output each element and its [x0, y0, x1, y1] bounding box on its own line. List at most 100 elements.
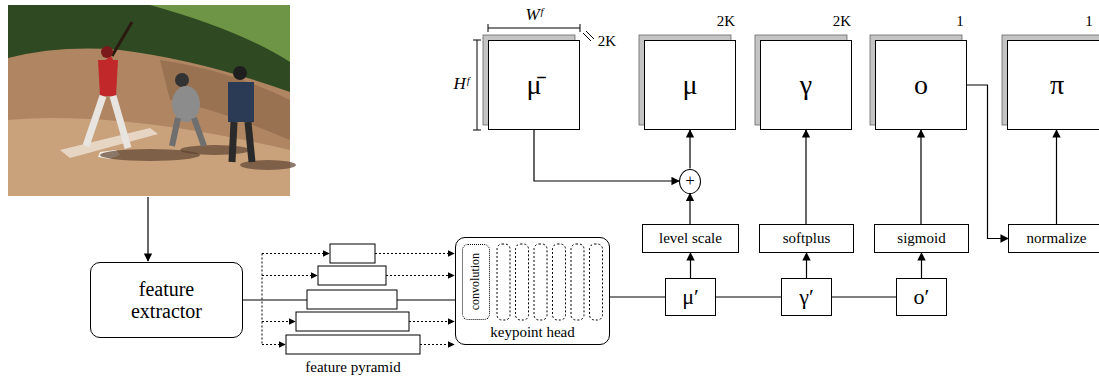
operation-box: normalize [1008, 224, 1099, 253]
head-layers [497, 244, 510, 320]
feature-pyramid [330, 244, 375, 263]
connector [832, 296, 896, 297]
dimension-marks [580, 24, 581, 32]
baseball-photo [228, 82, 254, 122]
feature-pyramid [262, 344, 285, 345]
output-map: π [1007, 40, 1099, 130]
baseball-photo [160, 60, 290, 140]
baseball-photo [172, 86, 200, 122]
feature-pyramid [262, 321, 295, 322]
baseball-photo [8, 5, 296, 196]
connector [1056, 130, 1057, 224]
operation-box: softplus [759, 224, 854, 253]
baseball-photo [172, 118, 178, 146]
operation-box: level scale [642, 224, 739, 253]
node-text: o [914, 70, 928, 101]
feature-pyramid [386, 275, 454, 276]
dimension-marks [477, 40, 478, 130]
baseball-photo [180, 145, 250, 155]
output-map: μ̄ [488, 40, 580, 130]
tensor-box: μ′ [665, 278, 716, 316]
node-text: o′ [914, 285, 930, 309]
connector [689, 130, 690, 169]
head-layers [497, 244, 603, 320]
output-map: o [875, 40, 967, 130]
dimension-marks [473, 40, 481, 41]
input-arrow [147, 197, 148, 261]
connector [921, 253, 922, 278]
connector [610, 296, 665, 297]
channel-count: 2K [598, 33, 616, 50]
output-map: γ [760, 40, 852, 130]
operation-box: sigmoid [874, 224, 969, 253]
baseball-photo [100, 58, 112, 66]
node-text: μ̄ [526, 70, 541, 101]
feature-pyramid [420, 344, 454, 345]
feature-pyramid [262, 244, 454, 354]
feature-pyramid [262, 275, 317, 276]
height-label: Hᶠ [453, 75, 468, 94]
feature-pyramid [286, 335, 420, 354]
node-text: keypoint head [490, 324, 575, 341]
output-map: μ [644, 40, 736, 130]
head-layers [590, 244, 603, 320]
baseball-photo [113, 96, 128, 148]
channel-count: 1 [1085, 13, 1093, 30]
connector [716, 296, 781, 297]
connector [689, 194, 690, 225]
node-text: μ′ [682, 285, 699, 309]
node-text: μ [682, 70, 697, 101]
node-text: + [685, 172, 695, 191]
tensor-box: o′ [896, 278, 947, 316]
baseball-photo [8, 118, 290, 196]
baseball-photo [233, 66, 247, 80]
feature-pyramid [307, 290, 397, 309]
baseball-photo [150, 5, 290, 62]
node-text: γ [800, 70, 812, 101]
sum-circle: + [679, 169, 701, 194]
head-layers [553, 244, 566, 320]
node-text: sigmoid [897, 230, 945, 247]
node-text: γ′ [799, 285, 814, 309]
node-text: normalize [1027, 230, 1087, 247]
channel-count: 2K [717, 13, 735, 30]
baseball-photo [248, 122, 252, 162]
head-layers [571, 244, 584, 320]
node-text: π [1050, 70, 1064, 101]
feature-pyramid [375, 253, 454, 254]
node-text: softplus [783, 230, 831, 247]
baseball-photo [232, 122, 234, 162]
connector [805, 130, 806, 224]
baseball-photo [8, 5, 290, 92]
connector [534, 130, 679, 181]
channel-count: 2K [833, 13, 851, 30]
connector [690, 253, 691, 278]
node-text: feature extractor [112, 278, 222, 322]
dimension-marks [488, 24, 489, 32]
channel-count: 1 [956, 13, 964, 30]
feature-pyramid [296, 312, 409, 331]
baseball-photo [194, 118, 204, 146]
baseball-photo [101, 46, 113, 58]
node-text: convolution [469, 253, 482, 310]
feature-pyramid [318, 266, 386, 285]
feature-pyramid [262, 253, 329, 254]
head-layers [516, 244, 529, 320]
pyramid-label: feature pyramid [305, 359, 400, 376]
dimension-marks [488, 28, 580, 29]
dimension-marks [586, 31, 594, 39]
baseball-photo [86, 96, 103, 146]
dimension-marks [473, 24, 594, 130]
node-text: level scale [659, 230, 722, 247]
baseball-photo [112, 22, 132, 56]
connector [920, 130, 921, 224]
tensor-box: γ′ [781, 278, 832, 316]
connector [806, 253, 807, 278]
dimension-marks [473, 130, 481, 131]
conv-layer: convolution [462, 244, 490, 320]
process-box: feature extractor [90, 262, 243, 338]
head-box: keypoint head convolution [455, 237, 610, 345]
feature-pyramid [262, 254, 263, 345]
baseball-photo [240, 160, 296, 170]
